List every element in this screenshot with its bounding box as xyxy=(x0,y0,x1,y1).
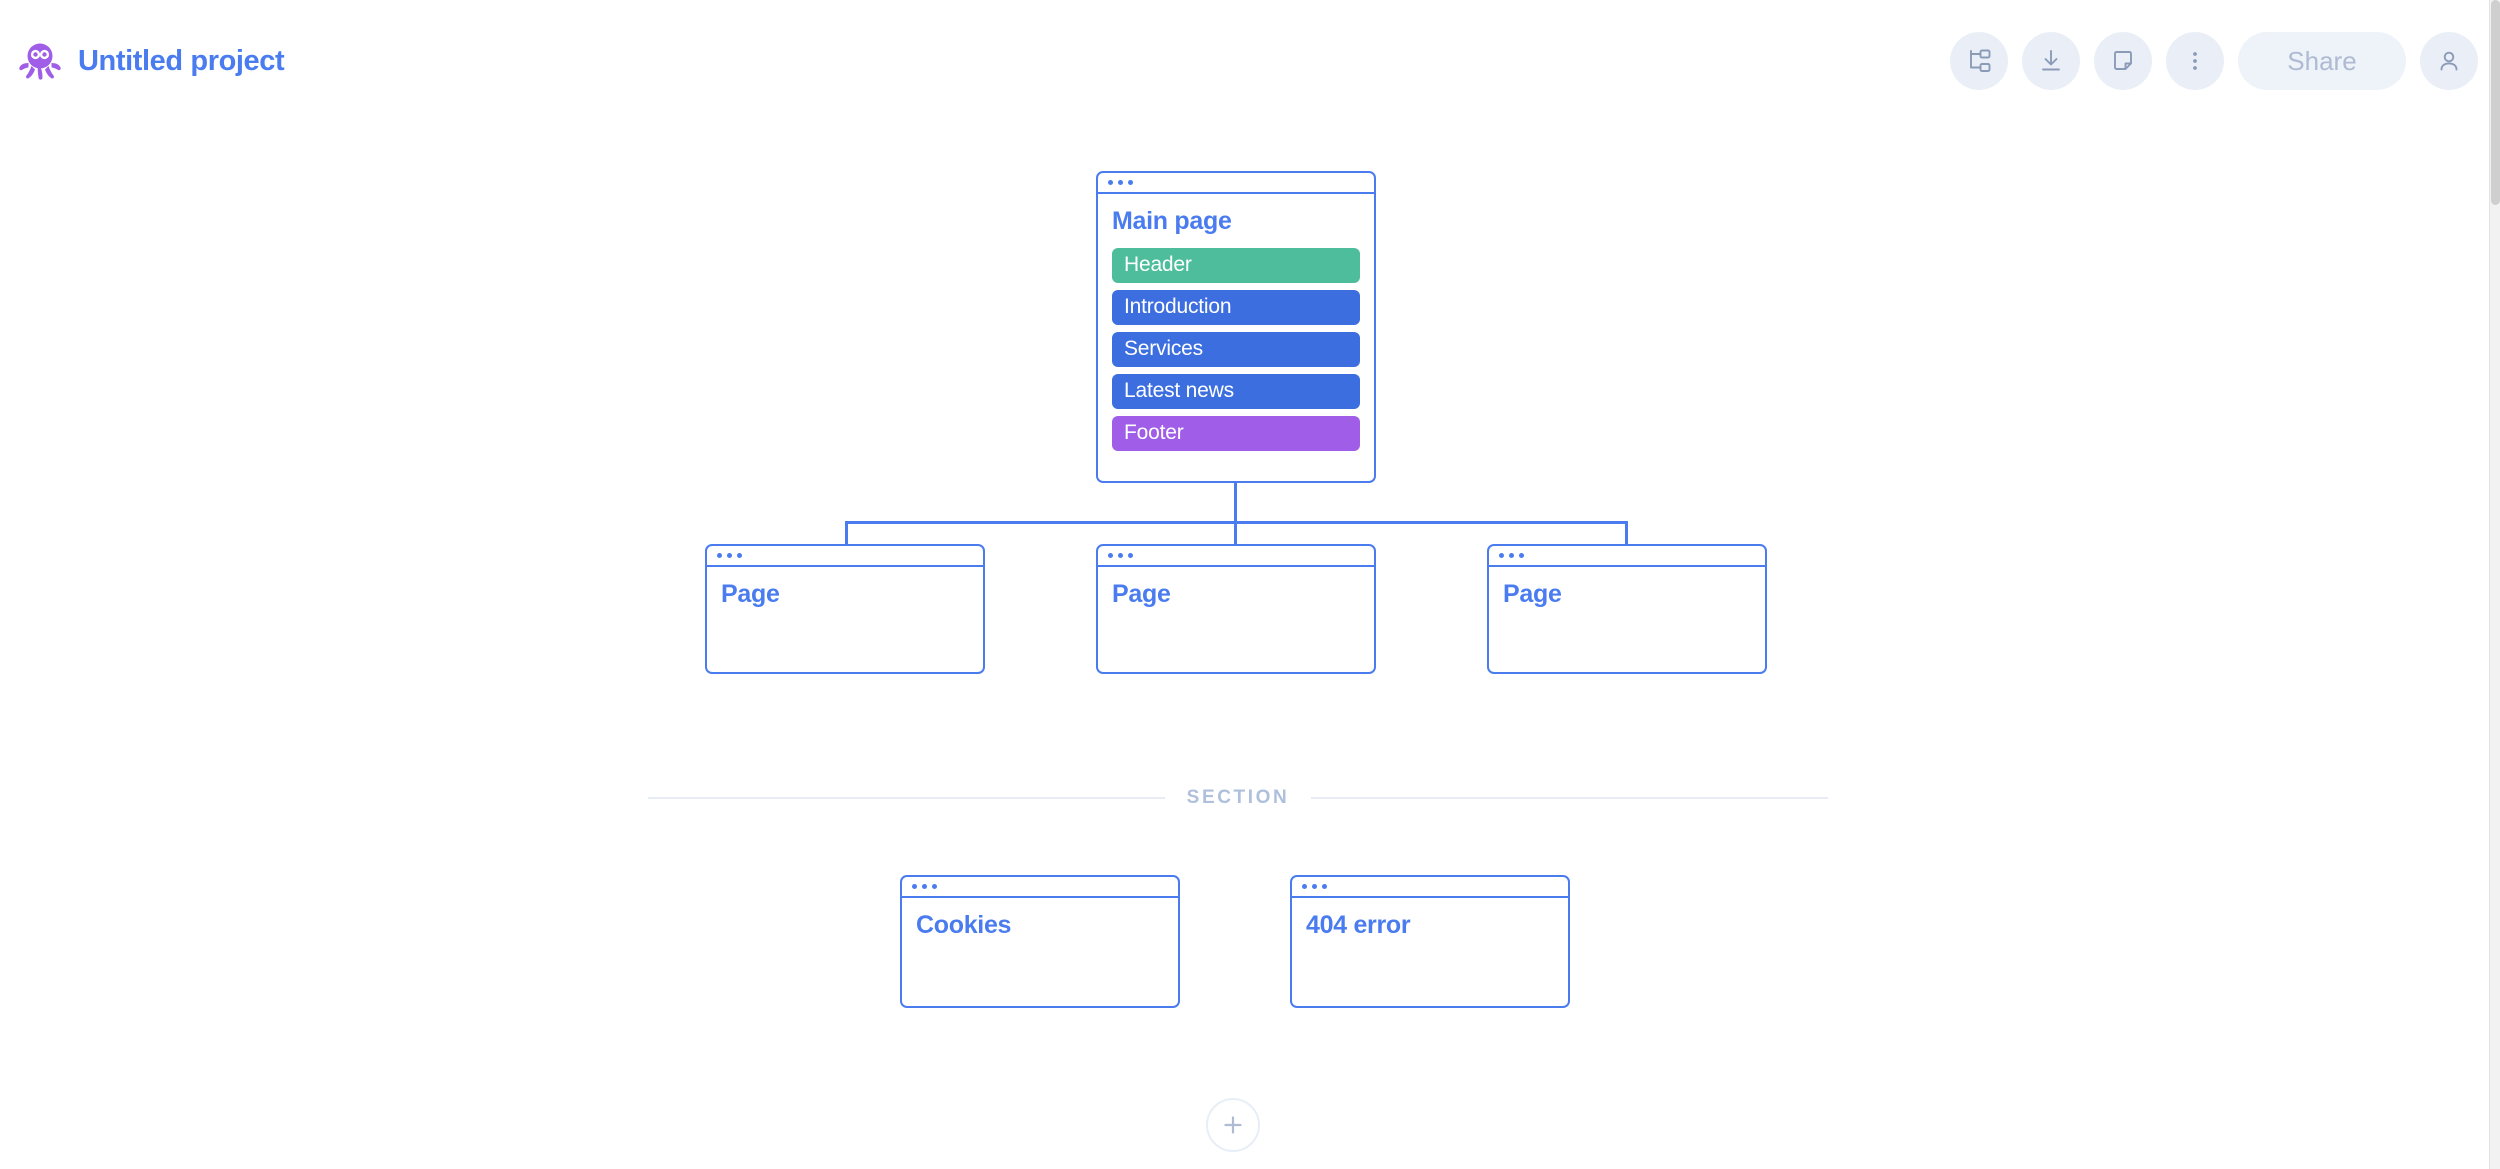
window-dot-icon xyxy=(932,884,937,889)
page-title: Page xyxy=(1503,580,1562,608)
connector-root-vertical xyxy=(1234,482,1237,524)
page-title: 404 error xyxy=(1306,911,1411,939)
page-title: Page xyxy=(1112,580,1171,608)
window-dot-icon xyxy=(1302,884,1307,889)
sitemap-card-404-error[interactable]: 404 error xyxy=(1290,875,1570,1008)
window-dot-icon xyxy=(1312,884,1317,889)
window-dot-icon xyxy=(912,884,917,889)
connector-child-2-drop xyxy=(1234,521,1237,544)
window-dot-icon xyxy=(717,553,722,558)
window-dot-icon xyxy=(1108,553,1113,558)
window-dot-icon xyxy=(1322,884,1327,889)
page-block-label: Services xyxy=(1124,337,1203,360)
download-button[interactable] xyxy=(2022,32,2080,90)
download-icon xyxy=(2042,50,2060,71)
user-icon xyxy=(2440,51,2458,71)
sitemap-card-page-1[interactable]: Page xyxy=(705,544,985,674)
connector-child-1-drop xyxy=(845,521,848,544)
more-options-button[interactable] xyxy=(2166,32,2224,90)
brand[interactable]: Untitled project xyxy=(18,39,285,83)
plus-icon xyxy=(1224,1116,1242,1134)
section-divider-line-right xyxy=(1311,797,1828,799)
app-header: Untitled project xyxy=(0,0,2500,122)
account-button[interactable] xyxy=(2420,32,2478,90)
page-title: Page xyxy=(721,580,780,608)
section-label: SECTION xyxy=(1186,787,1290,808)
connector-child-3-drop xyxy=(1625,521,1628,544)
more-vertical-icon xyxy=(2193,52,2197,70)
note-button[interactable] xyxy=(2094,32,2152,90)
page-block-footer[interactable]: Footer xyxy=(1112,415,1360,451)
page-title: Cookies xyxy=(916,911,1012,939)
window-dot-icon xyxy=(1108,180,1113,185)
window-dot-icon xyxy=(1499,553,1504,558)
octopus-logo-icon xyxy=(19,43,61,80)
page-block-list: Header Introduction Services Latest news… xyxy=(1112,247,1360,451)
card-body: Page xyxy=(707,567,983,619)
window-dot-icon xyxy=(1128,180,1133,185)
page-block-label: Introduction xyxy=(1124,295,1232,318)
card-body: Cookies xyxy=(902,898,1178,950)
window-dot-icon xyxy=(1128,553,1133,558)
sitemap-card-main-page[interactable]: Main page Header Introduction Services L… xyxy=(1096,171,1376,483)
card-body: Main page Header Introduction Services L… xyxy=(1098,194,1374,461)
card-body: Page xyxy=(1098,567,1374,619)
sitemap-view-button[interactable] xyxy=(1950,32,2008,90)
window-dot-icon xyxy=(1519,553,1524,558)
card-titlebar xyxy=(1292,877,1568,898)
card-titlebar xyxy=(1098,173,1374,194)
page-block-header[interactable]: Header xyxy=(1112,247,1360,283)
page-block-label: Header xyxy=(1124,253,1192,276)
card-titlebar xyxy=(1489,546,1765,567)
window-dot-icon xyxy=(1509,553,1514,558)
card-body: Page xyxy=(1489,567,1765,619)
sitemap-card-page-3[interactable]: Page xyxy=(1487,544,1767,674)
page-title: Main page xyxy=(1112,207,1232,235)
page-block-label: Latest news xyxy=(1124,379,1234,402)
page-block-latest-news[interactable]: Latest news xyxy=(1112,373,1360,409)
add-section-button[interactable] xyxy=(1206,1098,1260,1152)
sitemap-card-page-2[interactable]: Page xyxy=(1096,544,1376,674)
page-block-label: Footer xyxy=(1124,421,1184,444)
vertical-scrollbar[interactable] xyxy=(2489,0,2500,1169)
sitemap-card-cookies[interactable]: Cookies xyxy=(900,875,1180,1008)
scrollbar-thumb[interactable] xyxy=(2491,0,2500,205)
project-title[interactable]: Untitled project xyxy=(78,44,285,77)
card-titlebar xyxy=(902,877,1178,898)
section-divider-line-left xyxy=(648,797,1165,799)
window-dot-icon xyxy=(737,553,742,558)
sitemap-icon xyxy=(1970,49,1991,72)
header-toolbar: Share xyxy=(1950,32,2478,90)
section-divider: SECTION xyxy=(648,782,1828,814)
card-titlebar xyxy=(1098,546,1374,567)
card-body: 404 error xyxy=(1292,898,1568,950)
window-dot-icon xyxy=(1118,180,1123,185)
share-button[interactable]: Share xyxy=(2238,32,2406,90)
window-dot-icon xyxy=(1118,553,1123,558)
page-block-introduction[interactable]: Introduction xyxy=(1112,289,1360,325)
window-dot-icon xyxy=(922,884,927,889)
share-button-label: Share xyxy=(2287,45,2357,76)
note-icon xyxy=(2114,51,2132,70)
page-block-services[interactable]: Services xyxy=(1112,331,1360,367)
card-titlebar xyxy=(707,546,983,567)
window-dot-icon xyxy=(727,553,732,558)
